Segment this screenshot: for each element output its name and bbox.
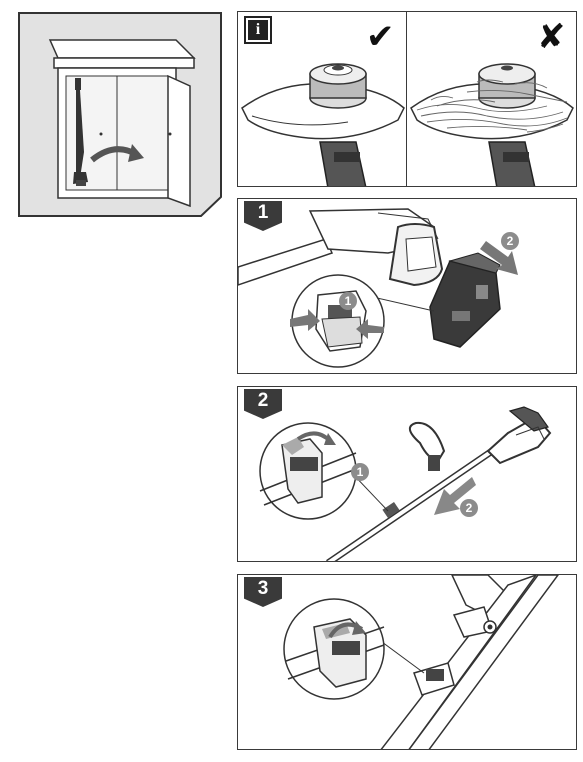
step-2-panel: 2 1 2 xyxy=(237,386,577,562)
storage-panel xyxy=(18,12,222,217)
shaft-clip-close-illustration xyxy=(283,575,559,749)
info-icon: i xyxy=(244,16,272,44)
battery-removal-illustration xyxy=(238,208,518,368)
step-1-callout-1: 1 xyxy=(339,292,357,310)
step-3-panel: 3 xyxy=(237,574,577,750)
info-panel-correct: i ✔ xyxy=(237,11,408,187)
info-panel-incorrect: ✘ xyxy=(406,11,577,187)
info-glyph: i xyxy=(248,20,268,40)
check-mark-icon: ✔ xyxy=(366,17,395,57)
cross-mark-icon: ✘ xyxy=(537,17,566,57)
step-1-panel: 1 1 2 xyxy=(237,198,577,374)
shaft-clip-release-illustration xyxy=(259,406,552,561)
cabinet-storage-illustration xyxy=(18,12,222,217)
trimmer-head-clean-illustration xyxy=(241,63,405,186)
trimmer-head-dirty-illustration xyxy=(410,63,574,186)
step-2-callout-1: 1 xyxy=(351,463,369,481)
step-2-callout-2: 2 xyxy=(460,499,478,517)
step-1-callout-2: 2 xyxy=(501,232,519,250)
